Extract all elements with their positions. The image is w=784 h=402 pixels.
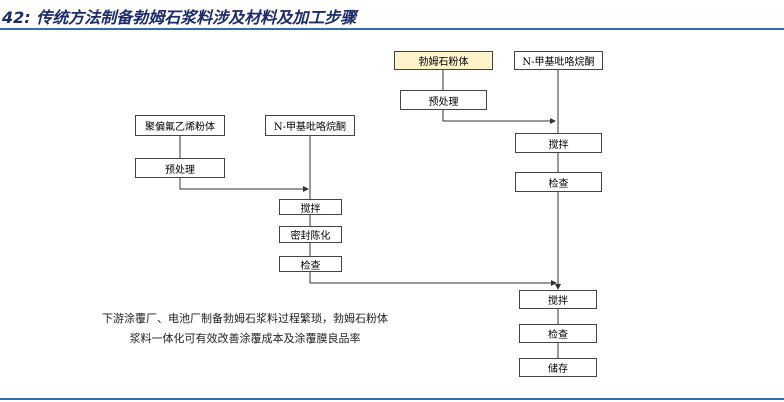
node-stir-left: 搅拌 [279, 199, 342, 215]
node-nmp-right: N-甲基吡咯烷酮 [514, 51, 603, 70]
connector-pretreat-to-stir-right [442, 110, 556, 124]
node-inspect-right: 检查 [515, 172, 602, 192]
node-pretreat-left: 预处理 [135, 158, 225, 178]
note-line-2: 浆料一体化可有效改善涂覆成本及涂覆膜良品率 [129, 332, 361, 345]
node-boehmite-powder: 勃姆石粉体 [394, 51, 493, 70]
node-stir-final: 搅拌 [519, 290, 597, 309]
node-inspect-left: 检查 [279, 256, 342, 272]
node-pretreat-right: 预处理 [400, 90, 487, 110]
node-stir-right: 搅拌 [515, 133, 602, 153]
node-inspect-final: 检查 [519, 324, 597, 343]
figure-title: 42: 传统方法制备勃姆石浆料涉及材料及加工步骤 [2, 8, 357, 27]
note-line-1: 下游涂覆厂、电池厂制备勃姆石浆料过程繁琐，勃姆石粉体 [102, 312, 388, 325]
diagram-note: 下游涂覆厂、电池厂制备勃姆石浆料过程繁琐，勃姆石粉体 浆料一体化可有效改善涂覆成… [60, 309, 430, 349]
node-pvdf-powder: 聚偏氟乙烯粉体 [135, 115, 225, 136]
bottom-rule [0, 398, 784, 400]
node-store: 储存 [519, 358, 597, 377]
connector-inspect-left-to-stir-final [309, 272, 557, 286]
node-nmp-left: N-甲基吡咯烷酮 [265, 115, 355, 136]
connector-pretreat-to-stir-left [179, 178, 309, 192]
node-seal-aging: 密封陈化 [279, 226, 342, 243]
figure-header: 42: 传统方法制备勃姆石浆料涉及材料及加工步骤 [0, 0, 784, 30]
